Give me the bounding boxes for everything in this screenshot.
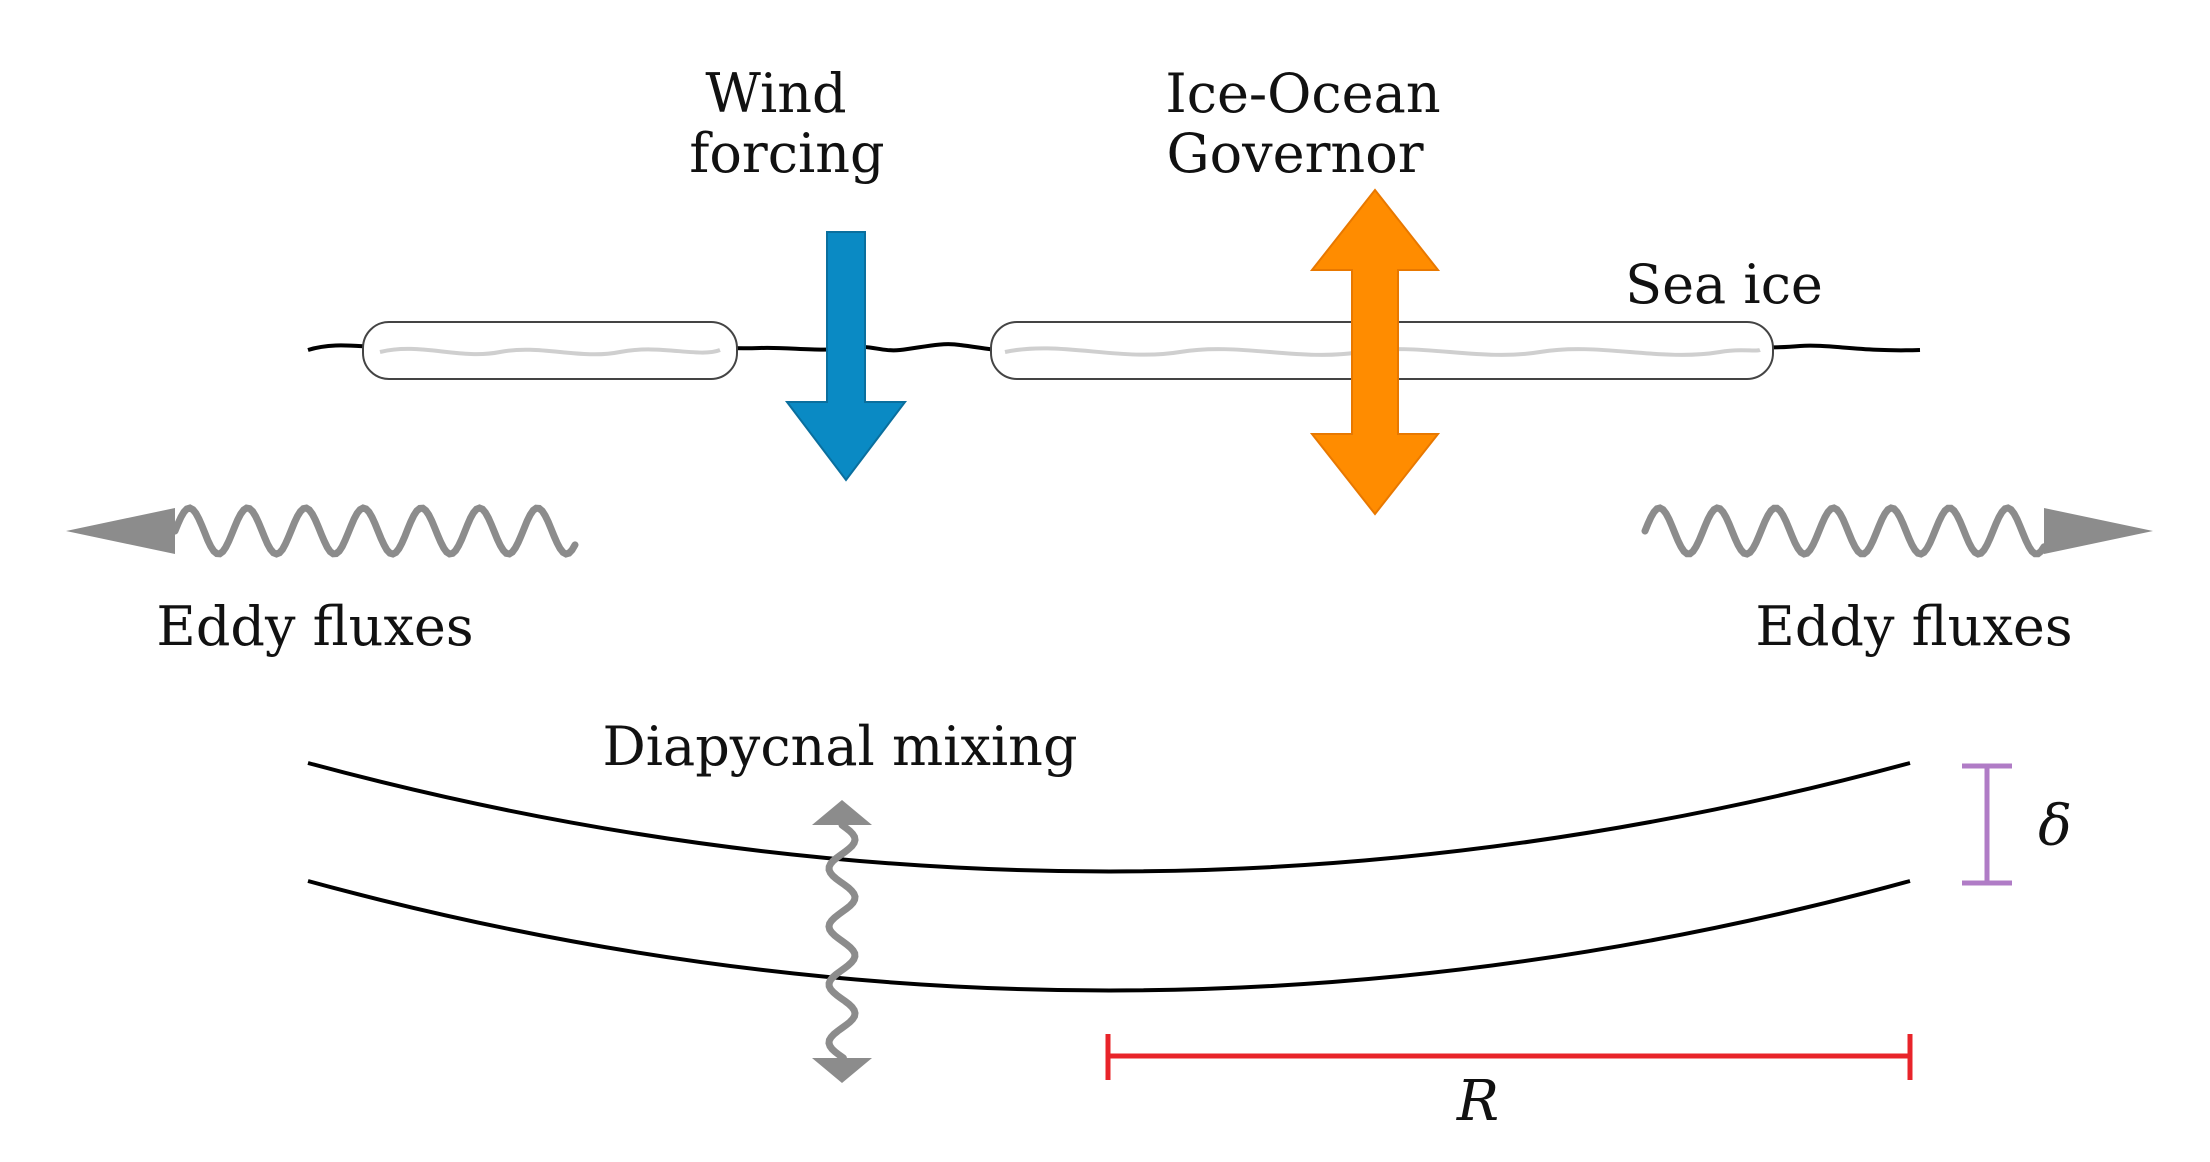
eddy-flux-right-wave xyxy=(1641,504,2048,558)
eddy-fluxes-right-label: Eddy fluxes xyxy=(1755,595,2072,658)
ice-ocean-governor-label-line2: Governor xyxy=(1166,122,1423,185)
eddy-flux-left-arrowhead xyxy=(66,508,175,554)
eddy-flux-left xyxy=(66,504,579,558)
diapycnal-mixing-wave xyxy=(825,821,859,1062)
sea-ice-floe-left xyxy=(362,321,738,380)
sea-ice-label: Sea ice xyxy=(1625,253,1823,316)
eddy-flux-right-arrowhead xyxy=(2044,508,2153,554)
ice-ocean-governor-label-line1: Ice-Ocean xyxy=(1165,62,1440,125)
delta-bar xyxy=(1962,763,2012,886)
isopycnal-lower xyxy=(307,879,1911,993)
delta-label: δ xyxy=(2038,794,2072,859)
eddy-flux-left-wave xyxy=(171,504,579,558)
wind-forcing-arrow xyxy=(784,231,908,482)
radius-bar xyxy=(1105,1034,1913,1080)
isopycnal-upper xyxy=(307,761,1911,874)
diapycnal-mixing-label: Diapycnal mixing xyxy=(602,715,1077,778)
diapycnal-arrowhead-down xyxy=(812,1058,872,1083)
eddy-fluxes-left-label: Eddy fluxes xyxy=(156,595,473,658)
diapycnal-mixing-arrow xyxy=(812,800,872,1083)
diapycnal-arrowhead-up xyxy=(812,800,872,825)
wind-forcing-label-line1: Wind xyxy=(705,62,846,125)
ice-ocean-governor-arrow xyxy=(1309,188,1441,516)
eddy-flux-right xyxy=(1641,504,2153,558)
radius-label: R xyxy=(1456,1069,1499,1134)
wind-forcing-label-line2: forcing xyxy=(689,122,884,185)
